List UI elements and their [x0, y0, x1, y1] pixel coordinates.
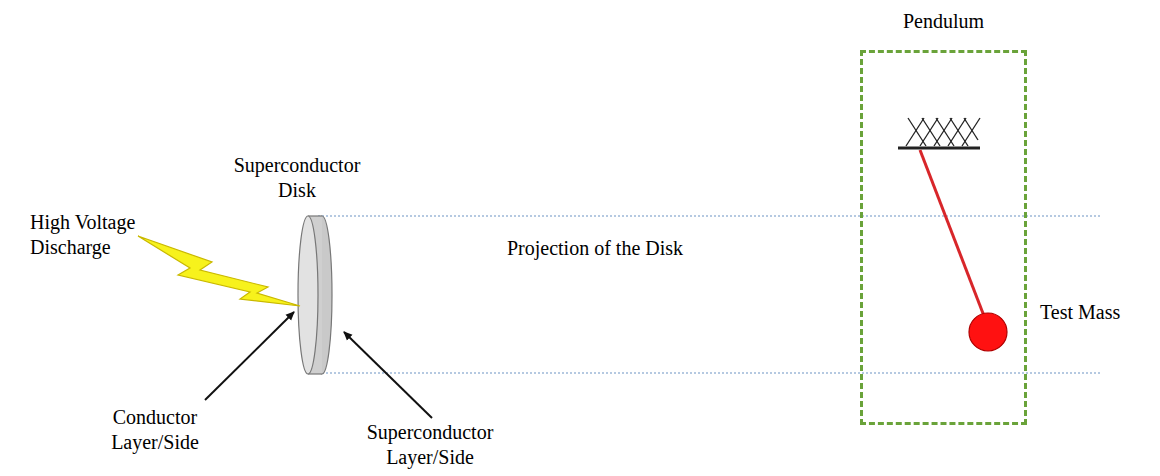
discharge-label: High Voltage Discharge — [30, 210, 150, 260]
projection-line — [318, 372, 1100, 374]
pendulum-support — [898, 118, 980, 148]
region-heading: Pendulum — [863, 9, 1024, 34]
pendulum-rod — [920, 150, 984, 316]
superconductor-disk — [298, 216, 332, 374]
disk-label: Superconductor Disk — [226, 153, 368, 203]
mass-label: Test Mass — [1040, 300, 1156, 325]
projection-label: Projection of the Disk — [470, 236, 720, 261]
projection-line — [318, 215, 1100, 217]
lightning-bolt — [138, 236, 300, 306]
dashed-region: Pendulum — [860, 50, 1027, 425]
pointer-arrow — [205, 312, 294, 400]
side-label: Conductor Layer/Side — [95, 405, 215, 455]
pointer-arrow — [344, 332, 432, 418]
test-mass — [969, 313, 1007, 351]
side-label: Superconductor Layer/Side — [350, 420, 510, 470]
